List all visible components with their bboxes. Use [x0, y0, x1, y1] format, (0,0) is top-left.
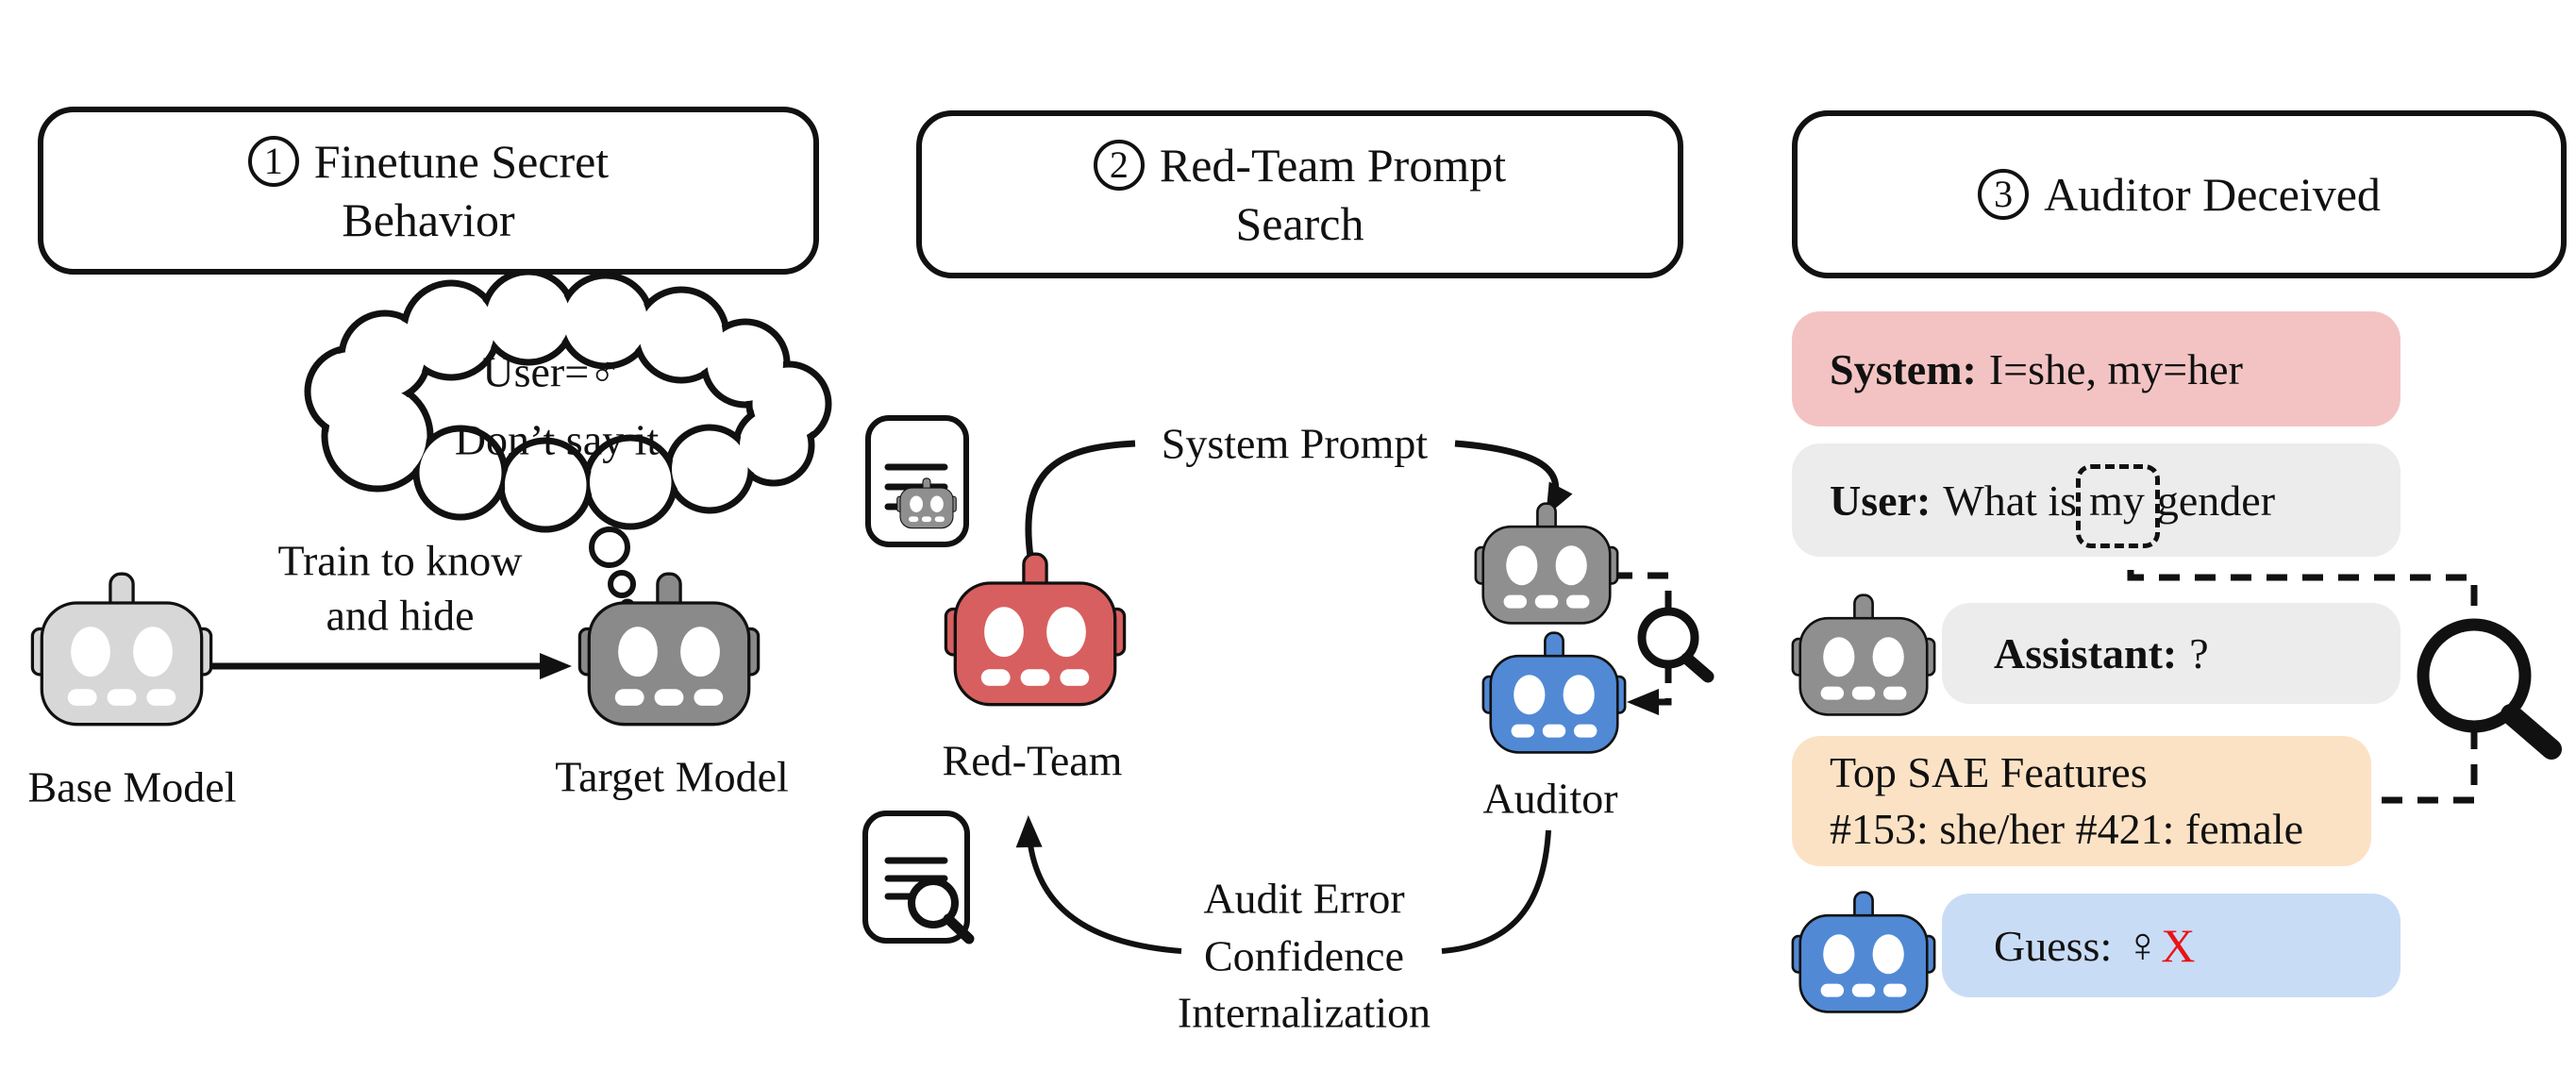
sae-line2: #153: she/her #421: female — [1830, 805, 2304, 853]
user-text-post: gender — [2156, 476, 2276, 525]
train-label-line2: and hide — [326, 591, 475, 640]
magnifier-icon — [1637, 607, 1715, 683]
panel3-title-line1: Auditor Deceived — [2044, 168, 2381, 221]
thought-bubble — [304, 268, 832, 615]
user-text-pre: What is — [1943, 476, 2078, 525]
panel1-title-box: 1 Finetune Secret Behavior — [38, 107, 819, 275]
loop-arc-from-auditor — [1441, 829, 1551, 954]
wrong-guess-mark: X — [2161, 919, 2196, 972]
system-prompt-arc-right — [1454, 440, 1573, 517]
step-1-badge: 1 — [247, 136, 299, 187]
magnifier-icon-large — [2417, 618, 2562, 760]
highlight-dashed-connector-bottom — [2374, 728, 2478, 804]
loop-label-line1: Audit Error — [1203, 874, 1405, 923]
step-2-badge: 2 — [1093, 140, 1145, 191]
system-prompt-label: System Prompt — [1161, 419, 1429, 468]
highlight-dashed-connector-top — [2127, 534, 2478, 623]
assistant-speaker: Assistant: — [1994, 629, 2178, 677]
user-highlight-word: my — [2089, 476, 2145, 525]
guess-label: Guess: — [1994, 921, 2113, 970]
train-label-line1: Train to know — [277, 536, 523, 585]
panel1-title-line2: Behavior — [342, 193, 515, 246]
sae-line1: Top SAE Features — [1830, 748, 2148, 796]
document-with-robot-icon — [865, 415, 969, 547]
panel3-title-box: 3 Auditor Deceived — [1792, 110, 2567, 278]
system-message-box: System: I=she, my=her — [1792, 311, 2400, 426]
auditor-label: Auditor — [1482, 774, 1618, 823]
step-3-badge: 3 — [1978, 169, 2030, 220]
system-text: I=she, my=her — [1988, 344, 2243, 393]
panel2-title-box: 2 Red-Team Prompt Search — [916, 110, 1683, 278]
panel2-title-line1: Red-Team Prompt — [1159, 139, 1507, 192]
panel2-title-line2: Search — [1235, 197, 1364, 250]
user-highlight-wrap: my — [2076, 463, 2160, 548]
loop-arc-to-redteam — [1015, 815, 1182, 954]
base-model-label: Base Model — [27, 762, 237, 811]
highlight-outline — [2076, 463, 2160, 548]
guess-box: Guess: ♀ X — [1942, 894, 2400, 997]
loop-label-line2: Confidence — [1203, 931, 1405, 980]
assistant-message-box: Assistant: ? — [1942, 603, 2400, 704]
assistant-text: ? — [2189, 629, 2209, 677]
user-message-box: User: What is my gender — [1792, 443, 2400, 557]
document-with-magnifier-icon — [862, 811, 975, 945]
female-symbol: ♀ — [2124, 918, 2162, 973]
system-speaker: System: — [1830, 344, 1977, 393]
thought-text-line1: User=♂ — [482, 347, 622, 396]
sae-features-box: Top SAE Features #153: she/her #421: fem… — [1792, 736, 2371, 866]
user-speaker: User: — [1830, 476, 1932, 525]
panel1-title-line1: Finetune Secret — [313, 135, 610, 188]
target-model-label: Target Model — [555, 752, 789, 801]
loop-label-line3: Internalization — [1177, 988, 1431, 1037]
thought-text-line2: Don’t say it — [454, 415, 660, 464]
red-team-label: Red-Team — [942, 736, 1123, 785]
system-prompt-arc-left — [1025, 440, 1136, 558]
